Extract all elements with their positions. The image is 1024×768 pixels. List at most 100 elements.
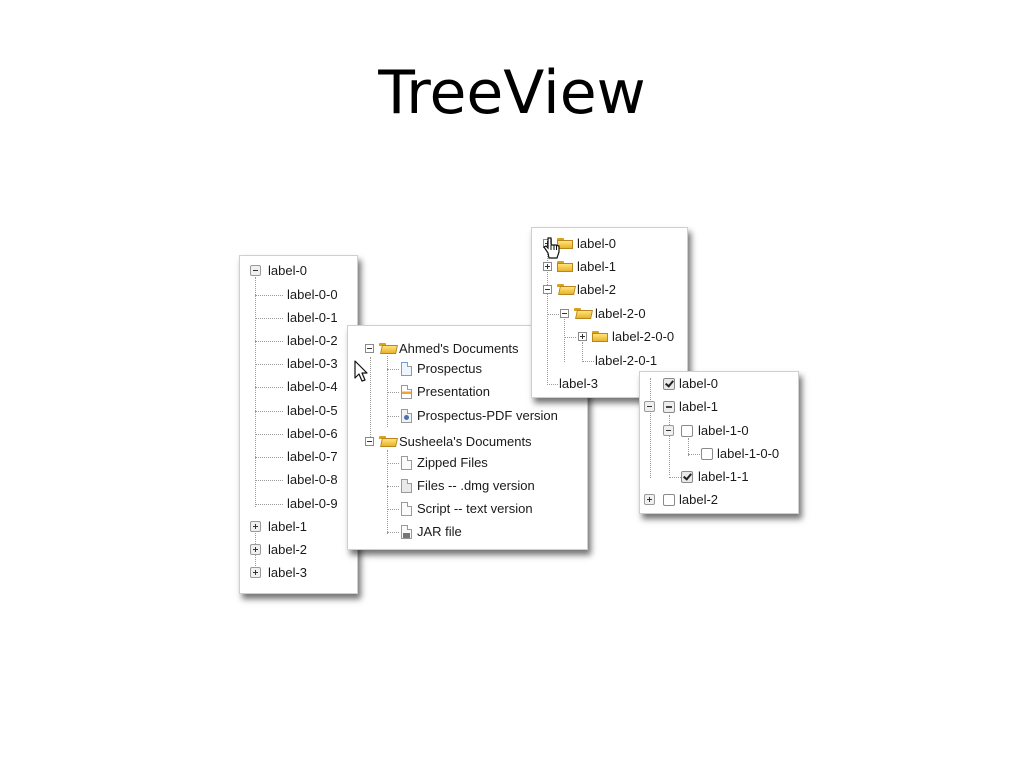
tree-node-label[interactable]: label-1 <box>268 519 308 534</box>
minus-toggle-icon[interactable] <box>644 401 655 412</box>
tree-node[interactable]: label-2 <box>640 491 798 509</box>
tree-node[interactable]: label-0-0 <box>240 286 357 304</box>
tree-node-label[interactable]: label-2 <box>268 542 308 557</box>
document-icon <box>401 362 412 376</box>
tree-node-label[interactable]: label-0 <box>577 236 617 251</box>
tree-node[interactable]: Susheela's Documents <box>348 433 587 451</box>
checkbox-icon[interactable] <box>701 448 713 460</box>
tree-node-label[interactable]: JAR file <box>417 524 462 539</box>
plus-toggle-icon[interactable] <box>250 544 261 555</box>
tree-node-label[interactable]: label-2-0-0 <box>612 329 675 344</box>
tree-node-label[interactable]: label-0-2 <box>287 333 338 348</box>
tree-node-label[interactable]: label-1-0-0 <box>717 446 780 461</box>
tree-node-label[interactable]: label-0-6 <box>287 426 338 441</box>
tree-node-label[interactable]: label-0-7 <box>287 449 338 464</box>
tree-node-label[interactable]: label-0 <box>679 376 719 391</box>
minus-toggle-icon[interactable] <box>250 265 261 276</box>
folder-icon <box>574 308 593 319</box>
tree-node[interactable]: label-2-0-1 <box>532 352 687 370</box>
tree-node[interactable]: label-0-7 <box>240 448 357 466</box>
presentation-icon <box>401 385 412 399</box>
tree-node-label[interactable]: label-1 <box>577 259 617 274</box>
tree-node[interactable]: label-0 <box>640 375 798 393</box>
tree-node[interactable]: label-0-4 <box>240 378 357 396</box>
tree-node[interactable]: label-2-0-0 <box>532 328 687 346</box>
tree-node[interactable]: label-1 <box>640 398 798 416</box>
tree-node-label[interactable]: label-1 <box>679 399 719 414</box>
tree-node[interactable]: label-1-0-0 <box>640 445 798 463</box>
plus-toggle-icon[interactable] <box>578 332 587 341</box>
pointer-cursor-icon <box>354 360 368 382</box>
tree-node-label[interactable]: label-1-0 <box>698 423 749 438</box>
tree-node-label[interactable]: label-0-3 <box>287 356 338 371</box>
plus-toggle-icon[interactable] <box>250 521 261 532</box>
basic-tree-panel: label-0 label-0-0 label-0-1 label-0-2 la… <box>239 255 358 594</box>
minus-toggle-icon[interactable] <box>663 425 674 436</box>
minus-toggle-icon[interactable] <box>560 309 569 318</box>
tree-node[interactable]: Zipped Files <box>348 454 587 472</box>
tree-node-label[interactable]: Prospectus <box>417 361 483 376</box>
tree-node[interactable]: label-1-0 <box>640 422 798 440</box>
tree-node-label[interactable]: label-1-1 <box>698 469 749 484</box>
tree-node-label[interactable]: label-0-0 <box>287 287 338 302</box>
tree-node[interactable]: label-3 <box>240 564 357 582</box>
minus-toggle-icon[interactable] <box>365 437 374 446</box>
tree-node[interactable]: label-3 <box>532 375 687 393</box>
tree-node-label[interactable]: Files -- .dmg version <box>417 478 535 493</box>
tree-node-label[interactable]: Script -- text version <box>417 501 533 516</box>
tree-node[interactable]: label-0 <box>240 262 357 280</box>
tree-node[interactable]: Presentation <box>348 383 587 401</box>
checkbox-icon[interactable] <box>681 425 693 437</box>
plus-toggle-icon[interactable] <box>644 494 655 505</box>
minus-toggle-icon[interactable] <box>543 285 552 294</box>
tree-node-label[interactable]: label-0-1 <box>287 310 338 325</box>
plus-toggle-icon[interactable] <box>543 262 552 271</box>
minus-toggle-icon[interactable] <box>365 344 374 353</box>
tree-node[interactable]: Prospectus-PDF version <box>348 407 587 425</box>
tree-node-label[interactable]: label-0-4 <box>287 379 338 394</box>
tree-node[interactable]: label-0-1 <box>240 309 357 327</box>
tree-node[interactable]: label-0-3 <box>240 355 357 373</box>
tree-node[interactable]: label-1-1 <box>640 468 798 486</box>
tree-node[interactable]: label-2 <box>532 281 687 299</box>
tree-node-label[interactable]: label-2 <box>577 282 617 297</box>
tree-node-label[interactable]: label-2-0 <box>595 306 646 321</box>
folder-icon <box>592 331 608 342</box>
tree-node[interactable]: label-0-5 <box>240 402 357 420</box>
plus-toggle-icon[interactable] <box>250 567 261 578</box>
tree-node-label[interactable]: label-0-8 <box>287 472 338 487</box>
dmg-file-icon <box>401 479 412 493</box>
tree-node[interactable]: Ahmed's Documents <box>348 340 587 358</box>
tree-node-label[interactable]: Prospectus-PDF version <box>417 408 558 423</box>
tree-node-label[interactable]: label-2-0-1 <box>595 353 658 368</box>
tree-node-label[interactable]: label-0-5 <box>287 403 338 418</box>
folder-icon <box>379 343 398 354</box>
tree-node[interactable]: label-1 <box>532 258 687 276</box>
tree-node-label[interactable]: Susheela's Documents <box>399 434 532 449</box>
tree-node[interactable]: label-1 <box>240 518 357 536</box>
tree-node[interactable]: Files -- .dmg version <box>348 477 587 495</box>
checkbox-icon[interactable] <box>663 494 675 506</box>
tree-node[interactable]: JAR file <box>348 523 587 541</box>
tree-node-label[interactable]: label-3 <box>559 376 599 391</box>
tree-node-label[interactable]: label-3 <box>268 565 308 580</box>
folder-icon <box>557 238 573 249</box>
tree-node[interactable]: Prospectus <box>348 360 587 378</box>
checkbox-icon[interactable] <box>663 378 675 390</box>
tree-node-label[interactable]: Ahmed's Documents <box>399 341 519 356</box>
tree-node[interactable]: label-0-8 <box>240 471 357 489</box>
tree-node[interactable]: label-0-9 <box>240 495 357 513</box>
tree-node[interactable]: Script -- text version <box>348 500 587 518</box>
tree-node-label[interactable]: Presentation <box>417 384 490 399</box>
tree-node-label[interactable]: label-0 <box>268 263 308 278</box>
checkbox-icon[interactable] <box>681 471 693 483</box>
tree-node[interactable]: label-2 <box>240 541 357 559</box>
tree-node-label[interactable]: Zipped Files <box>417 455 488 470</box>
tree-node[interactable]: label-2-0 <box>532 305 687 323</box>
tree-node[interactable]: label-0-6 <box>240 425 357 443</box>
checkbox-icon[interactable] <box>663 401 675 413</box>
tree-node[interactable]: label-0-2 <box>240 332 357 350</box>
folder-tree-panel: label-0 label-1 label-2 label-2-0 label-… <box>531 227 688 398</box>
tree-node-label[interactable]: label-0-9 <box>287 496 338 511</box>
tree-node-label[interactable]: label-2 <box>679 492 719 507</box>
